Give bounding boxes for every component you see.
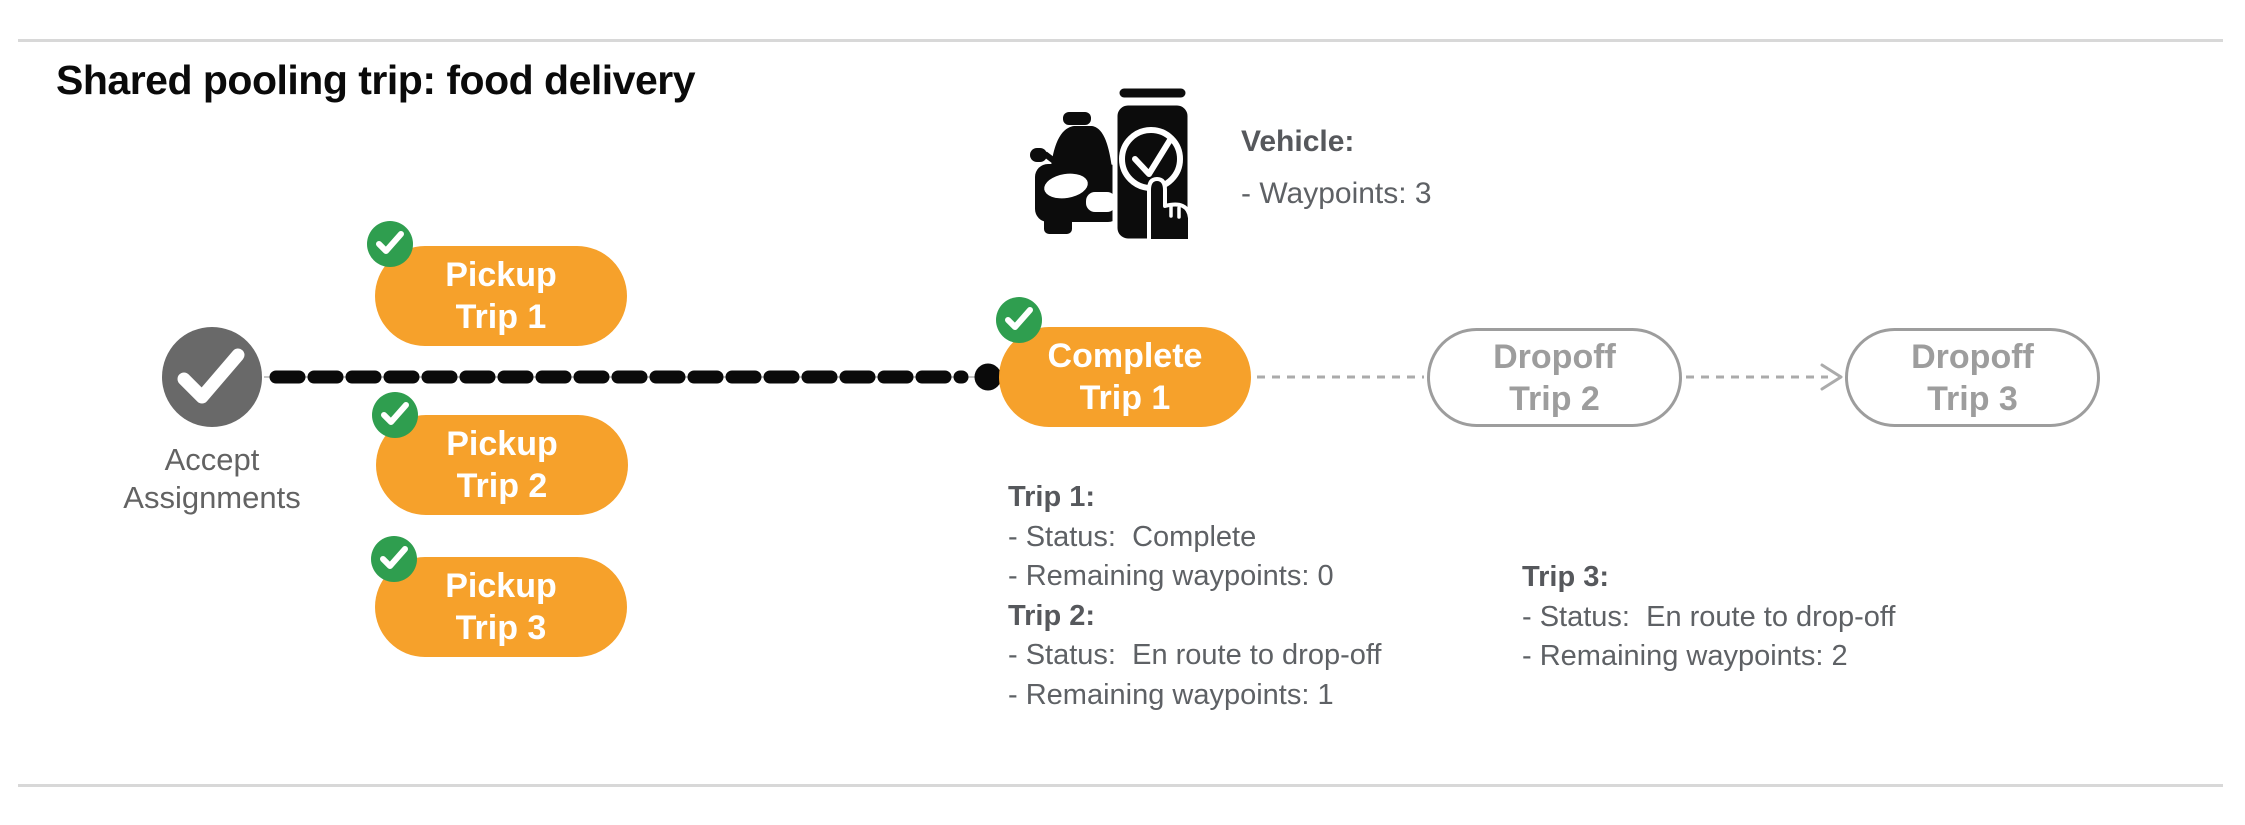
top-divider xyxy=(18,39,2223,42)
pickup1-line2: Trip 1 xyxy=(455,298,547,336)
trip1-heading: Trip 1: xyxy=(1008,481,1096,513)
trip2-waypoints: - Remaining waypoints: 1 xyxy=(1008,678,1334,711)
node-pickup-trip-2: Pickup Trip 2 xyxy=(376,415,628,515)
complete1-line2: Trip 1 xyxy=(1079,379,1171,417)
trip-status-block-right: Trip 3: - Status: En route to drop-off -… xyxy=(1522,558,1895,677)
trip2-heading: Trip 2: xyxy=(1008,599,1096,632)
dropoff3-line2: Trip 3 xyxy=(1927,379,2018,418)
trip3-status: - Status: En route to drop-off xyxy=(1522,600,1896,633)
check-icon xyxy=(177,348,245,404)
trip3-waypoints: - Remaining waypoints: 2 xyxy=(1522,640,1848,672)
check-circle-icon xyxy=(996,297,1042,343)
current-position-dot xyxy=(974,363,1002,391)
trip-status-block-left: Trip 1: - Status: Complete - Remaining w… xyxy=(1008,478,1381,715)
pickup3-line1: Pickup xyxy=(445,567,557,605)
node-dropoff-trip-3: Dropoff Trip 3 xyxy=(1845,328,2100,427)
dropoff3-line1: Dropoff xyxy=(1911,337,2034,376)
accept-label-line1: Accept xyxy=(164,442,260,477)
check-circle-icon xyxy=(371,536,417,582)
node-dropoff-trip-2: Dropoff Trip 2 xyxy=(1427,328,1682,427)
trip3-heading: Trip 3: xyxy=(1522,561,1610,593)
car-phone-check-icon xyxy=(1030,86,1190,244)
dropoff2-line2: Trip 2 xyxy=(1509,379,1600,418)
pickup1-line1: Pickup xyxy=(445,256,557,294)
vehicle-legend: Vehicle: - Waypoints: 3 xyxy=(1241,116,1432,220)
node-complete-trip-1: Complete Trip 1 xyxy=(999,327,1251,427)
check-circle-icon xyxy=(372,392,418,438)
bottom-divider xyxy=(18,784,2223,787)
vehicle-label: Vehicle: xyxy=(1241,125,1355,158)
trip1-status: - Status: Complete xyxy=(1008,520,1257,553)
dropoff2-line1: Dropoff xyxy=(1493,337,1616,376)
accept-assignments-label: Accept Assignments xyxy=(62,441,362,517)
check-circle-icon xyxy=(367,221,413,267)
pickup2-line1: Pickup xyxy=(446,425,558,463)
trip2-status: - Status: En route to drop-off xyxy=(1008,639,1382,671)
accept-label-line2: Assignments xyxy=(123,480,301,515)
car-silhouette xyxy=(1030,112,1121,234)
node-accept-assignments xyxy=(162,327,262,427)
arrowhead-icon xyxy=(1820,363,1843,391)
trip1-waypoints: - Remaining waypoints: 0 xyxy=(1008,560,1334,592)
complete1-line1: Complete xyxy=(1047,337,1203,375)
pointing-finger xyxy=(1147,177,1190,243)
node-pickup-trip-3: Pickup Trip 3 xyxy=(375,557,627,657)
node-pickup-trip-1: Pickup Trip 1 xyxy=(375,246,627,346)
vehicle-waypoints: - Waypoints: 3 xyxy=(1241,177,1432,210)
pickup2-line2: Trip 2 xyxy=(456,467,548,505)
page-title: Shared pooling trip: food delivery xyxy=(56,57,696,103)
pickup3-line2: Trip 3 xyxy=(455,609,547,647)
